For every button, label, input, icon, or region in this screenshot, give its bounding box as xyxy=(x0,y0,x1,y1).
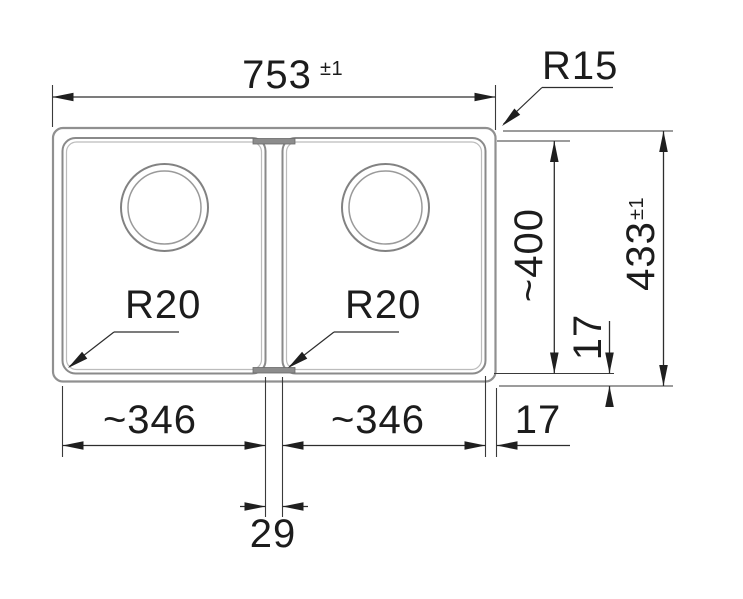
arrowhead xyxy=(496,441,518,450)
r20-right-label: R20 xyxy=(345,283,421,327)
dimension-bowl-widths: ~346 ~346 17 xyxy=(61,376,570,517)
tolerance-433: ±1 xyxy=(626,197,648,220)
arrowhead xyxy=(244,441,266,450)
callout-bowl-radius-right: R20 xyxy=(288,283,421,368)
dimension-bowl-depth: ~400 xyxy=(494,140,614,375)
dimension-divider-width: 29 xyxy=(240,502,308,556)
arrowhead-left xyxy=(52,92,74,102)
sink-body xyxy=(51,126,497,383)
dim-17-vertical-label: 17 xyxy=(566,314,610,361)
dim-346-left-label: ~346 xyxy=(103,398,197,442)
arrowhead-top xyxy=(659,131,668,152)
tolerance-753: ±1 xyxy=(320,58,343,80)
arrowhead-bottom xyxy=(550,352,559,374)
dim-400-label: ~400 xyxy=(507,208,551,302)
r20-left-label: R20 xyxy=(125,283,201,327)
dim-433-label: 433 xyxy=(619,221,663,291)
arrowhead-top xyxy=(550,141,559,162)
divider-cap-top xyxy=(252,138,296,145)
arrowhead-up xyxy=(605,386,614,407)
callout-bowl-radius-left: R20 xyxy=(68,283,201,368)
divider-cap-bottom xyxy=(252,367,296,374)
arrowhead-down xyxy=(605,352,614,374)
arrowhead xyxy=(62,441,84,450)
arrowhead xyxy=(502,108,521,126)
r15-label: R15 xyxy=(542,44,618,88)
dim-17-horizontal-label: 17 xyxy=(515,398,562,442)
drain-hole-right-outer xyxy=(341,163,430,252)
dimension-rim-vertical: 17 xyxy=(566,314,614,407)
bowl-left-outline xyxy=(61,137,267,375)
dim-346-right-label: ~346 xyxy=(331,398,425,442)
bowl-right-outline xyxy=(281,137,487,375)
arrowhead xyxy=(288,351,308,368)
bowl-right-inner-edge xyxy=(285,141,483,371)
arrowhead xyxy=(464,441,486,450)
dim-29-label: 29 xyxy=(250,512,297,556)
arrowhead-left xyxy=(282,502,304,511)
dimension-overall-depth: 433 ±1 xyxy=(499,130,673,387)
bowl-left-inner-edge xyxy=(65,141,263,371)
arrowhead-right xyxy=(244,502,266,511)
dimension-overall-width: 753 ±1 xyxy=(51,53,497,130)
drain-hole-left-inner xyxy=(127,170,202,245)
arrowhead xyxy=(68,351,88,368)
arrowhead xyxy=(282,441,304,450)
dim-753-label: 753 xyxy=(242,53,312,97)
arrowhead-right xyxy=(474,92,496,102)
sink-outer-outline xyxy=(51,126,497,383)
drain-hole-left-outer xyxy=(120,163,209,252)
callout-corner-radius-r15: R15 xyxy=(502,44,618,126)
arrowhead-bottom xyxy=(659,365,668,386)
drain-hole-right-inner xyxy=(348,170,423,245)
